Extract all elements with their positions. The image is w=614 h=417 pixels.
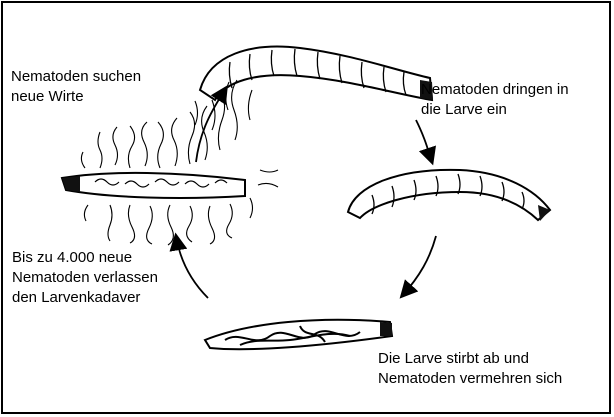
arrow-to-bottom [402,236,436,296]
larva-bottom-head-icon [380,322,392,336]
larva-left-head-icon [62,176,80,192]
larva-bottom-dead [205,320,392,350]
label-leave-cadaver: Bis zu 4.000 neue Nematoden verlassen de… [12,248,158,308]
label-seek-hosts: Nematoden suchen neue Wirte [11,67,141,107]
arrow-to-right [416,120,432,162]
label-larva-dies: Die Larve stirbt ab und Nematoden vermeh… [378,349,562,389]
larva-top [200,47,433,100]
arrow-to-top [196,88,226,162]
larva-right [348,170,550,221]
label-penetrate-larva: Nematoden dringen in die Larve ein [421,80,569,120]
arrow-to-left [176,236,208,298]
